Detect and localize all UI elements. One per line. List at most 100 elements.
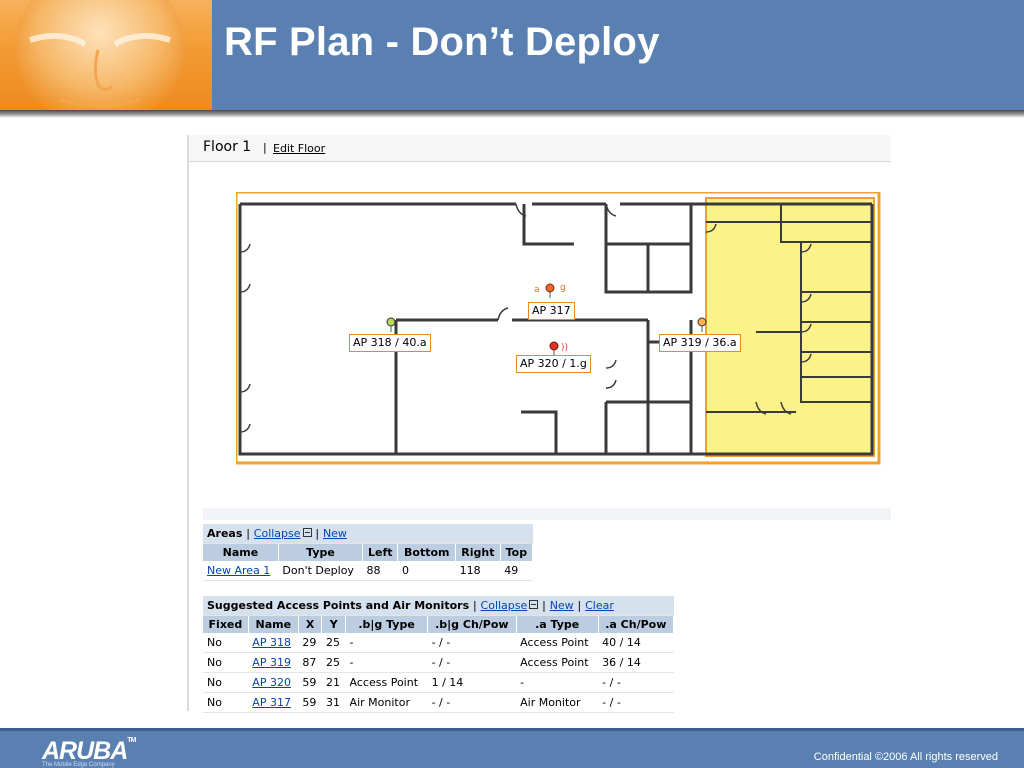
ap-y: 31: [321, 692, 346, 713]
walls: [238, 202, 874, 456]
area-bottom: 0: [397, 561, 456, 581]
edit-floor-link[interactable]: Edit Floor: [273, 142, 326, 155]
svg-text:a: a: [534, 285, 540, 295]
area-left: 88: [362, 561, 398, 581]
ap-a-type: Air Monitor: [516, 692, 599, 713]
floor-plan-map[interactable]: a g )): [236, 192, 881, 467]
col-name: Name: [248, 615, 299, 633]
suggested-sep1: |: [472, 599, 477, 612]
areas-table: Areas | Collapse | New Name Type Left Bo…: [203, 524, 534, 581]
col-name: Name: [203, 543, 279, 561]
ap-bg-type: -: [345, 652, 428, 673]
ap317-marker[interactable]: a g: [534, 283, 566, 298]
ap-x: 59: [298, 672, 322, 693]
ap-a-type: Access Point: [516, 633, 599, 653]
ap-name-link[interactable]: AP 320: [252, 676, 291, 689]
floor-title: Floor 1: [203, 139, 252, 155]
ap318-label[interactable]: AP 318 / 40.a: [349, 334, 431, 352]
col-x: X: [298, 615, 323, 633]
col-type: Type: [278, 543, 364, 561]
area-right: 118: [455, 561, 501, 581]
ap317-label[interactable]: AP 317: [528, 302, 575, 320]
areas-caption: Areas | Collapse | New: [203, 524, 533, 544]
col-left: Left: [362, 543, 399, 561]
ap-bg-chpow: 1 / 14: [427, 672, 517, 693]
ap-bg-type: Access Point: [345, 672, 428, 693]
rf-plan-panel: Floor 1 | Edit Floor: [187, 135, 891, 713]
areas-collapse-link[interactable]: Collapse: [253, 527, 301, 540]
floor-header-bar: Floor 1 | Edit Floor: [189, 135, 891, 162]
suggested-aps-table: Suggested Access Points and Air Monitors…: [203, 596, 675, 713]
table-row: New Area 1 Don't Deploy 88 0 118 49: [203, 561, 533, 581]
slide-header: RF Plan - Don’t Deploy: [0, 0, 1024, 110]
ap320-label[interactable]: AP 320 / 1.g: [516, 355, 591, 373]
ap-name-link[interactable]: AP 319: [252, 656, 291, 669]
ap-bg-type: Air Monitor: [345, 692, 428, 713]
ap-x: 87: [298, 652, 322, 673]
areas-sep2: |: [315, 527, 320, 540]
logo-text: ARUBA: [42, 737, 128, 765]
ap-bg-chpow: - / -: [427, 633, 517, 653]
slide-title: RF Plan - Don’t Deploy: [224, 20, 660, 64]
col-bg-chpow: .b|g Ch/Pow: [427, 615, 517, 633]
ap-name-link[interactable]: AP 318: [252, 636, 291, 649]
area-name-link[interactable]: New Area 1: [207, 564, 271, 577]
collapse-icon[interactable]: [529, 600, 539, 609]
areas-sep1: |: [246, 527, 250, 540]
ap-fixed: No: [203, 692, 249, 713]
ap-a-type: Access Point: [516, 652, 599, 673]
svg-text:g: g: [560, 283, 566, 293]
suggested-new-link[interactable]: New: [549, 599, 574, 612]
ap-fixed: No: [203, 652, 249, 673]
svg-text:)): )): [561, 343, 568, 353]
ap-bg-type: -: [345, 633, 428, 653]
ap319-marker[interactable]: [697, 317, 707, 332]
dont-deploy-area[interactable]: [705, 197, 875, 457]
map-bottom-band: [203, 508, 891, 520]
areas-title: Areas: [207, 527, 243, 540]
ap319-label[interactable]: AP 319 / 36.a: [659, 334, 741, 352]
ap-fixed: No: [203, 633, 249, 653]
ap-a-type: -: [516, 672, 599, 693]
suggested-sep3: |: [577, 599, 582, 612]
logo-trademark: TM: [127, 737, 136, 744]
confidential-notice: Confidential ©2006 All rights reserved: [813, 751, 998, 763]
suggested-clear-link[interactable]: Clear: [585, 599, 614, 612]
ap-bg-chpow: - / -: [427, 692, 517, 713]
col-right: Right: [455, 543, 501, 561]
suggested-collapse-link[interactable]: Collapse: [480, 599, 528, 612]
ap-bg-chpow: - / -: [427, 652, 517, 673]
logo-tagline: The Mobile Edge Company: [42, 762, 115, 768]
ap-name-link[interactable]: AP 317: [252, 696, 291, 709]
ap-x: 29: [298, 633, 322, 653]
ap-y: 25: [321, 633, 346, 653]
suggested-title: Suggested Access Points and Air Monitors: [207, 599, 470, 612]
ap-a-chpow: 36 / 14: [598, 652, 674, 673]
header-shadow: [0, 110, 1024, 118]
col-top: Top: [500, 543, 534, 561]
collapse-icon[interactable]: [302, 528, 312, 537]
footer-divider: [0, 728, 1024, 731]
ap318-marker[interactable]: [386, 317, 396, 332]
ap-a-chpow: 40 / 14: [598, 633, 674, 653]
areas-new-link[interactable]: New: [322, 527, 347, 540]
table-row: No AP 317 59 31 Air Monitor - / - Air Mo…: [203, 692, 674, 713]
ap-y: 21: [321, 672, 346, 693]
table-row: No AP 318 29 25 - - / - Access Point 40 …: [203, 633, 674, 653]
suggested-header-row: Fixed Name X Y .b|g Type .b|g Ch/Pow .a …: [203, 615, 675, 633]
aruba-logo: ARUBATM: [42, 737, 136, 766]
suggested-caption: Suggested Access Points and Air Monitors…: [203, 596, 674, 616]
slide-footer: [0, 731, 1024, 768]
header-face-image: [0, 0, 212, 110]
ap-a-chpow: - / -: [598, 692, 674, 713]
table-row: No AP 320 59 21 Access Point 1 / 14 - - …: [203, 672, 674, 693]
col-bg-type: .b|g Type: [345, 615, 429, 633]
table-row: No AP 319 87 25 - - / - Access Point 36 …: [203, 652, 674, 673]
col-bottom: Bottom: [397, 543, 457, 561]
ap320-marker[interactable]: )): [549, 341, 568, 356]
floor-separator: |: [263, 141, 267, 154]
ap-fixed: No: [203, 672, 249, 693]
area-type: Don't Deploy: [278, 561, 363, 581]
ap-a-chpow: - / -: [598, 672, 674, 693]
col-y: Y: [321, 615, 347, 633]
